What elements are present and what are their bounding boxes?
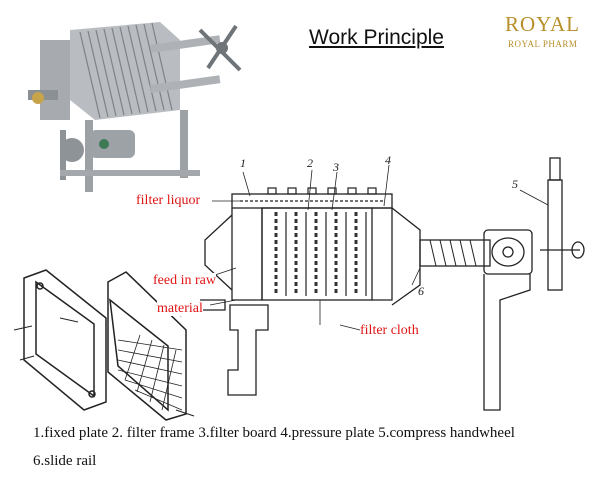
label-filter-liquor: filter liquor (136, 193, 201, 208)
brand-tagline: ROYAL PHARM (508, 39, 578, 49)
legend-line-2: 6.slide rail (33, 453, 97, 469)
label-material: material (157, 301, 203, 316)
brand-logo: ROYAL (505, 12, 581, 36)
part-number-4: 4 (385, 153, 391, 167)
filter-press-drawing (199, 157, 585, 411)
page-title: Work Principle (309, 26, 444, 49)
part-number-5: 5 (512, 177, 518, 191)
filter-press-photo (20, 10, 250, 192)
part-number-1: 1 (240, 156, 246, 170)
plate-frame-sketch (13, 269, 195, 421)
label-feed-in-raw: feed in raw (153, 273, 216, 288)
label-filter-cloth: filter cloth (360, 323, 419, 338)
legend-line-1: 1.fixed plate 2. filter frame 3.filter b… (33, 425, 515, 441)
part-number-2: 2 (307, 156, 313, 170)
part-number-6: 6 (418, 284, 424, 298)
part-number-3: 3 (333, 160, 339, 174)
